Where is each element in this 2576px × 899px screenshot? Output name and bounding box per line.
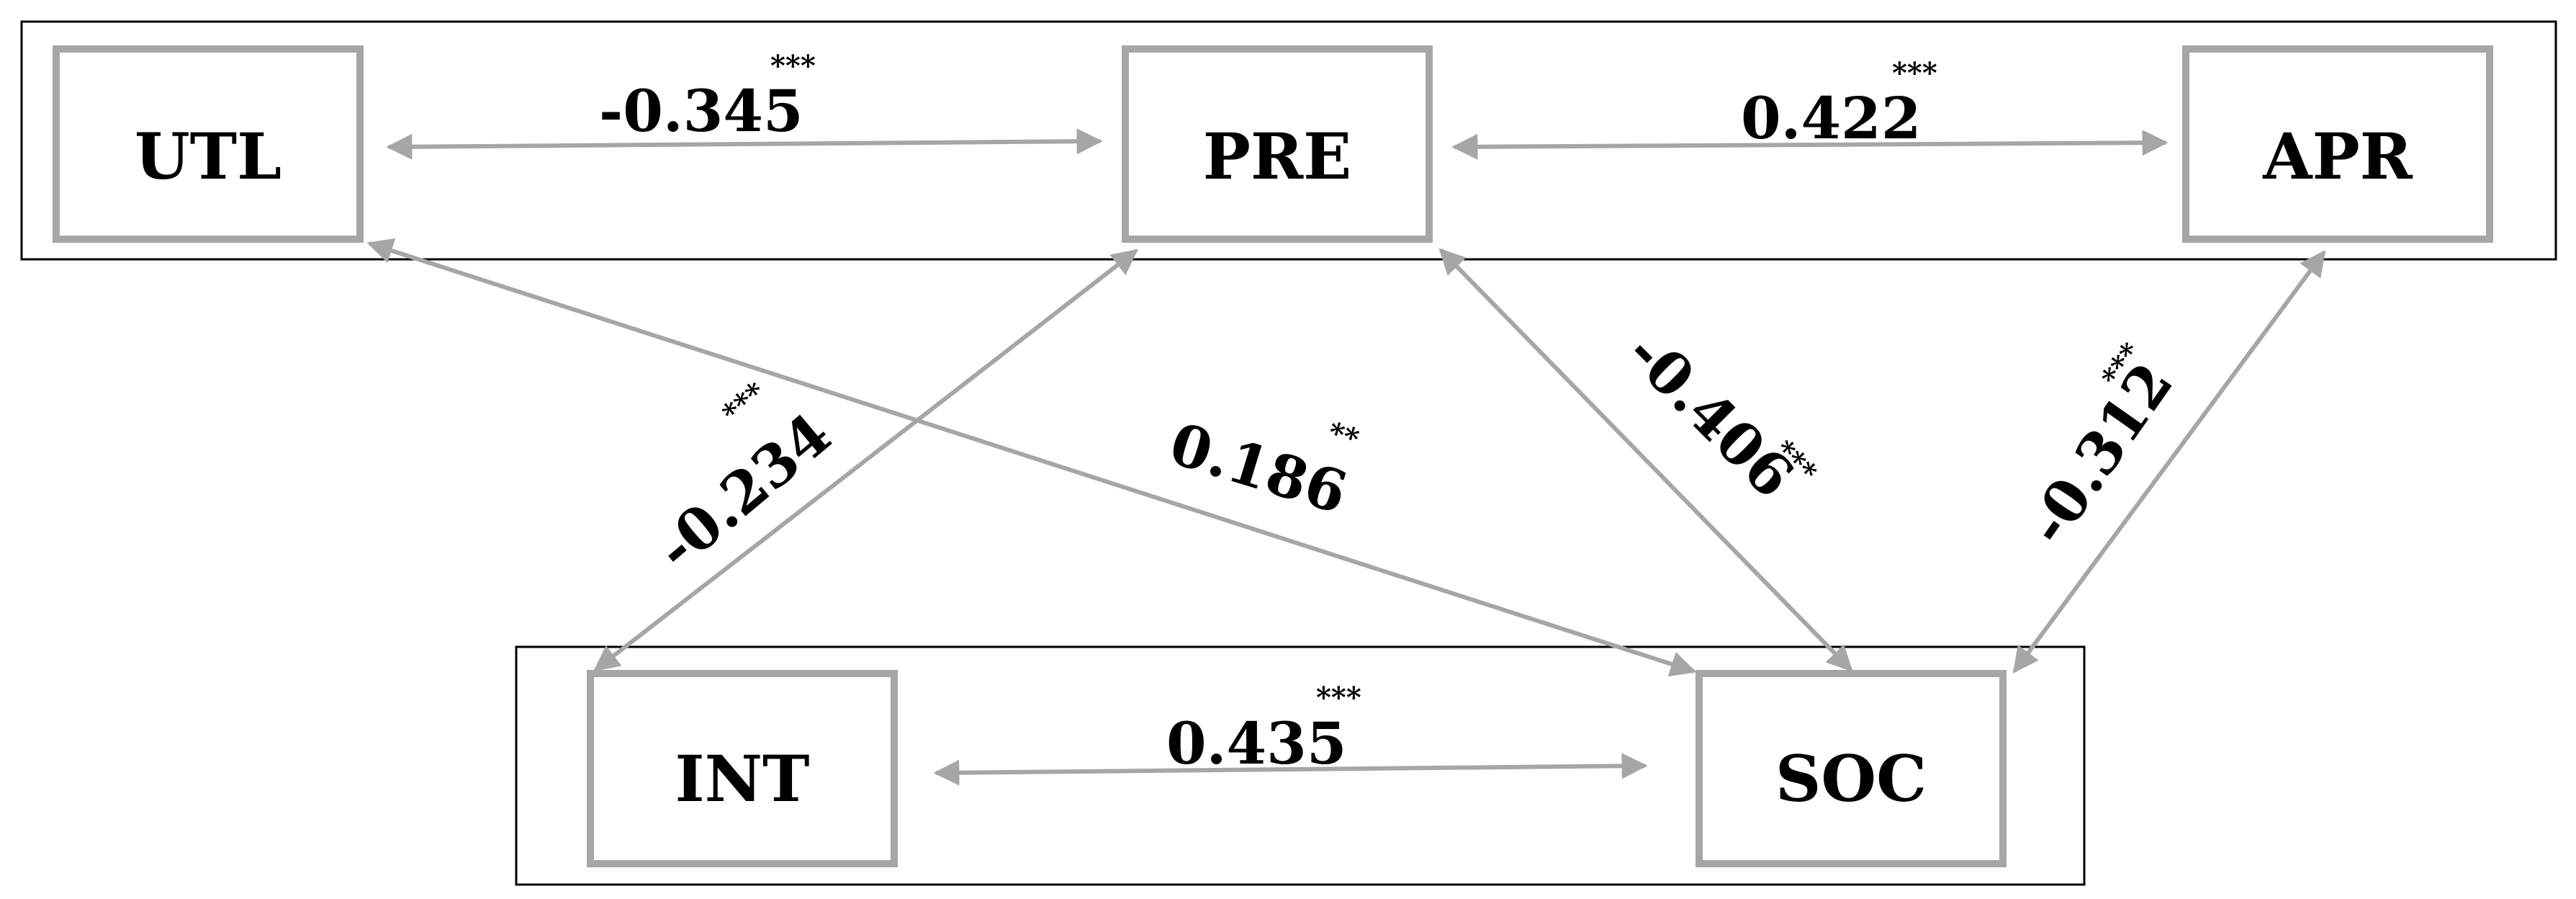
coef-pre-soc: -0.406 <box>1615 318 1807 511</box>
label-int-pre: -0.234 *** <box>644 375 844 583</box>
coef-int-soc: 0.435 <box>1166 710 1347 777</box>
sig-int-pre: *** <box>716 375 772 430</box>
node-utl: UTL <box>53 45 364 243</box>
node-pre-label: PRE <box>1203 119 1351 194</box>
coef-pre-apr: 0.422 <box>1741 84 1922 152</box>
node-apr-label: APR <box>2262 119 2413 194</box>
label-utl-pre: -0.345 *** <box>599 49 816 145</box>
arrow-utl-pre <box>386 128 1103 160</box>
arrow-pre-apr <box>1451 130 2169 160</box>
label-pre-apr: 0.422 *** <box>1741 56 1937 152</box>
node-utl-label: UTL <box>135 119 282 194</box>
node-apr: APR <box>2182 45 2493 243</box>
arrow-apr-soc <box>2012 250 2326 674</box>
sig-int-soc: *** <box>1316 681 1361 715</box>
node-soc-box <box>1695 670 2007 867</box>
sig-utl-pre: *** <box>770 49 816 83</box>
arrow-int-pre <box>593 249 1138 672</box>
node-utl-box <box>53 45 364 243</box>
label-apr-soc: -0.312 *** <box>2014 336 2187 557</box>
sig-utl-soc: ** <box>1324 416 1363 457</box>
sig-pre-apr: *** <box>1892 56 1937 90</box>
node-int-box <box>587 670 898 867</box>
node-pre: PRE <box>1122 45 1433 243</box>
node-apr-box <box>2182 45 2493 243</box>
coef-utl-pre: -0.345 <box>599 77 803 145</box>
label-int-soc: 0.435 *** <box>1166 681 1361 777</box>
node-int-label: INT <box>675 741 809 816</box>
arrow-int-soc <box>933 753 1648 786</box>
arrow-pre-soc <box>1438 248 1853 672</box>
node-soc-label: SOC <box>1775 741 1927 816</box>
label-pre-soc: -0.406 *** <box>1615 318 1824 511</box>
coef-apr-soc: -0.312 <box>2014 351 2187 557</box>
node-soc: SOC <box>1695 670 2007 867</box>
node-int: INT <box>587 670 898 867</box>
